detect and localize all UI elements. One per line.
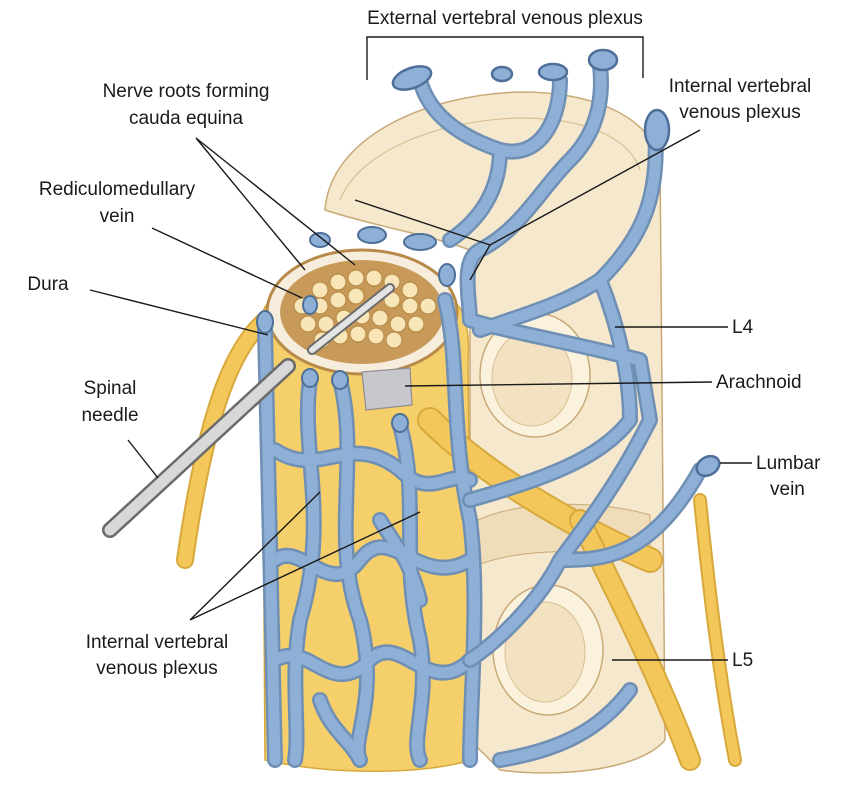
spinal-needle-leader — [128, 440, 158, 478]
label-internal-plexus-top-1: Internal vertebral — [669, 76, 812, 97]
label-l4: L4 — [732, 317, 754, 338]
label-spinal-needle-1: Spinal — [84, 378, 137, 399]
label-dura: Dura — [27, 274, 69, 295]
label-arachnoid: Arachnoid — [716, 372, 802, 393]
arachnoid-tab — [362, 368, 412, 410]
far-right-nerve-fill — [700, 500, 735, 760]
label-spinal-needle-2: needle — [81, 405, 138, 426]
label-lumbar-vein-2: vein — [770, 479, 805, 500]
label-radiculomedullary-2: vein — [100, 206, 135, 227]
label-internal-plexus-bottom-2: venous plexus — [96, 658, 217, 679]
label-l5: L5 — [732, 650, 753, 671]
label-lumbar-vein-1: Lumbar — [756, 453, 821, 474]
label-internal-plexus-top-2: venous plexus — [679, 102, 800, 123]
label-internal-plexus-bottom-1: Internal vertebral — [86, 632, 229, 653]
label-radiculomedullary-1: Rediculomedullary — [39, 179, 196, 200]
label-nerve-roots-1: Nerve roots forming — [103, 81, 270, 102]
label-nerve-roots-2: cauda equina — [129, 108, 244, 129]
dura-leader — [90, 290, 268, 335]
label-external-plexus: External vertebral venous plexus — [367, 8, 643, 29]
